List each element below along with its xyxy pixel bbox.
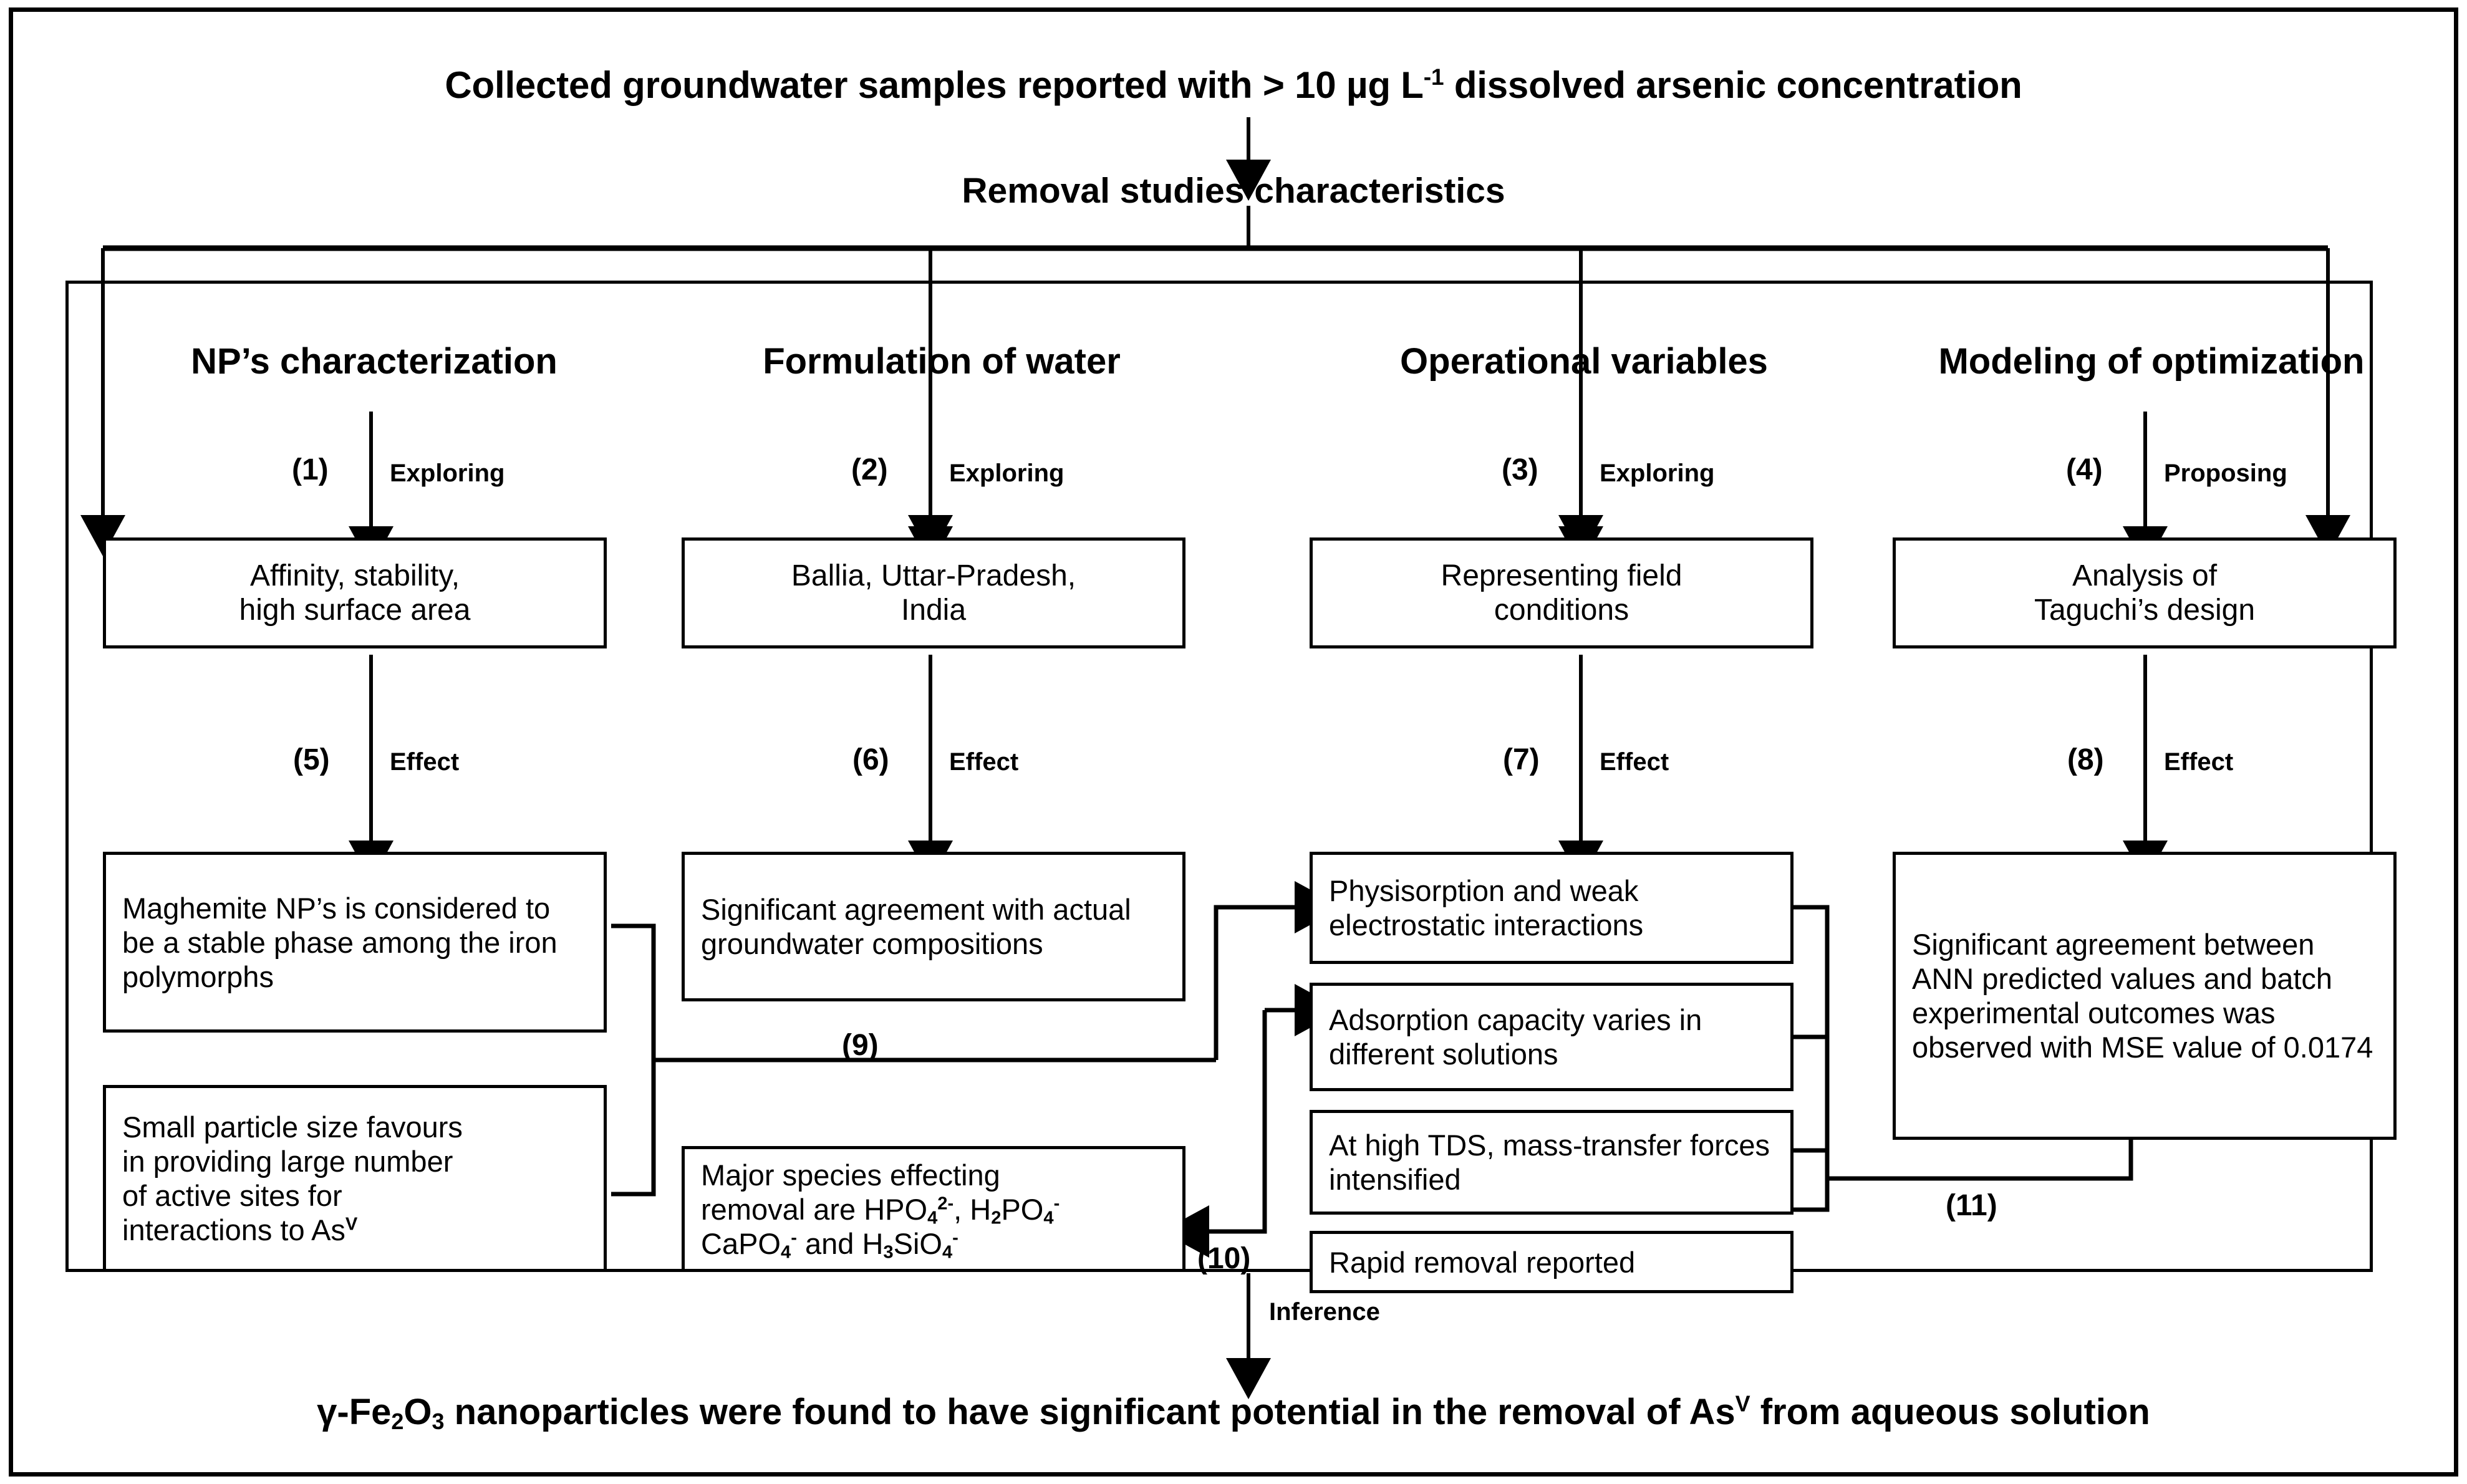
edge-label-inference: Inference xyxy=(1269,1298,1380,1326)
concl-p0: γ-Fe xyxy=(317,1392,392,1432)
concl-p6: from aqueous solution xyxy=(1750,1392,2150,1432)
box-ann-text: Significant agreement between ANN predic… xyxy=(1912,928,2373,1064)
box-affinity-line2: high surface area xyxy=(239,594,471,627)
ms-l2-sup2: 2- xyxy=(937,1193,954,1213)
box-major-species-line3: CaPO4- and H3SiO4- xyxy=(701,1226,1166,1261)
edge-number-8: (8) xyxy=(2067,743,2104,776)
box-affinity-stability: Affinity, stability, high surface area xyxy=(103,537,607,648)
edge-number-9: (9) xyxy=(842,1029,879,1062)
ms-l3-sup2: - xyxy=(791,1227,797,1248)
concl-p4: nanoparticles were found to have signifi… xyxy=(444,1392,1736,1432)
edge-number-6: (6) xyxy=(852,743,889,776)
edge-label-effect-8: Effect xyxy=(2164,748,2234,776)
box-ann-agreement-mse: Significant agreement between ANN predic… xyxy=(1893,852,2397,1140)
box-high-tds-text: At high TDS, mass-transfer forces intens… xyxy=(1329,1129,1770,1196)
inner-border xyxy=(65,281,2373,1272)
ms-l2-p3: , H xyxy=(953,1192,992,1226)
ms-l2-sub4: 2 xyxy=(991,1207,1002,1228)
outer-border xyxy=(9,7,2458,1477)
box-ballia-line1: Ballia, Uttar-Pradesh, xyxy=(791,559,1076,592)
edge-label-effect-5: Effect xyxy=(390,748,460,776)
concl-sup5: V xyxy=(1735,1390,1750,1417)
box-analysis-taguchi-design: Analysis of Taguchi’s design xyxy=(1893,537,2397,648)
concl-p2: O xyxy=(403,1392,432,1432)
superscript-roman-five: V xyxy=(345,1214,358,1235)
column-heading-np-characterization: NP’s characterization xyxy=(191,341,558,382)
ms-l2-sub1: 4 xyxy=(927,1207,938,1228)
box-taguchi-line1: Analysis of xyxy=(2072,559,2218,592)
concl-sub1: 2 xyxy=(391,1408,404,1434)
box-small-particle-line1: Small particle size favours xyxy=(122,1111,463,1144)
edge-number-2: (2) xyxy=(851,453,888,486)
box-field-line1: Representing field xyxy=(1441,559,1682,592)
box-small-particle-line4: interactions to AsV xyxy=(122,1213,587,1247)
page-title: Collected groundwater samples reported w… xyxy=(0,62,2467,108)
column-heading-operational-variables: Operational variables xyxy=(1400,341,1768,382)
edge-number-4: (4) xyxy=(2066,453,2103,486)
box-affinity-line1: Affinity, stability, xyxy=(249,559,460,592)
ms-l3-sub1: 4 xyxy=(781,1241,791,1262)
box-groundwater-agreement-text: Significant agreement with actual ground… xyxy=(701,893,1131,960)
edge-number-11: (11) xyxy=(1946,1189,1997,1222)
box-taguchi-line2: Taguchi’s design xyxy=(2034,594,2256,627)
edge-label-effect-6: Effect xyxy=(949,748,1019,776)
edge-number-7: (7) xyxy=(1503,743,1540,776)
box-physisorption-electrostatic: Physisorption and weak electrostatic int… xyxy=(1310,852,1794,964)
ms-l2-p5: PO xyxy=(1001,1192,1044,1226)
edge-number-5: (5) xyxy=(293,743,330,776)
edge-label-exploring-2: Exploring xyxy=(949,460,1065,487)
column-heading-formulation-of-water: Formulation of water xyxy=(763,341,1121,382)
box-field-line2: conditions xyxy=(1494,594,1629,627)
edge-label-exploring-3: Exploring xyxy=(1600,460,1715,487)
edge-label-effect-7: Effect xyxy=(1600,748,1669,776)
ms-l2-sub6: 4 xyxy=(1043,1207,1054,1228)
ms-l2-p0: removal are HPO xyxy=(701,1192,928,1226)
box-major-species: Major species effecting removal are HPO4… xyxy=(682,1146,1185,1272)
concl-sub3: 3 xyxy=(432,1408,445,1434)
ms-l2-sup7: - xyxy=(1053,1193,1060,1213)
box-high-tds-mass-transfer: At high TDS, mass-transfer forces intens… xyxy=(1310,1110,1794,1215)
box-representing-field-conditions: Representing field conditions xyxy=(1310,537,1813,648)
edge-label-exploring-1: Exploring xyxy=(390,460,505,487)
box-rapid-removal-text: Rapid removal reported xyxy=(1329,1245,1636,1279)
box-ballia-uttar-pradesh: Ballia, Uttar-Pradesh, India xyxy=(682,537,1185,648)
edge-number-1: (1) xyxy=(292,453,329,486)
edge-number-10: (10) xyxy=(1197,1242,1251,1275)
box-small-particle-line3: of active sites for xyxy=(122,1179,342,1212)
box-maghemite-stable-phase: Maghemite NP’s is considered to be a sta… xyxy=(103,852,607,1033)
ms-l3-p3: and H xyxy=(796,1226,884,1260)
box-major-species-line1: Major species effecting xyxy=(701,1158,1000,1192)
ms-l3-sub6: 4 xyxy=(942,1241,953,1262)
box-physisorption-text: Physisorption and weak electrostatic int… xyxy=(1329,874,1644,942)
box-small-particle-size: Small particle size favours in providing… xyxy=(103,1085,607,1272)
box-maghemite-text: Maghemite NP’s is considered to be a sta… xyxy=(122,891,558,993)
ms-l3-p0: CaPO xyxy=(701,1226,781,1260)
box-small-particle-line2: in providing large number xyxy=(122,1145,453,1178)
box-adsorption-text: Adsorption capacity varies in different … xyxy=(1329,1003,1702,1071)
subtitle: Removal studies characteristics xyxy=(962,171,1505,211)
box-rapid-removal-reported: Rapid removal reported xyxy=(1310,1231,1794,1293)
superscript-minus-one: -1 xyxy=(1423,64,1444,90)
box-ballia-line2: India xyxy=(900,594,967,627)
ms-l3-p5: SiO xyxy=(893,1226,942,1260)
box-adsorption-capacity-varies: Adsorption capacity varies in different … xyxy=(1310,983,1794,1091)
ms-l3-sub4: 3 xyxy=(883,1241,894,1262)
box-major-species-line2: removal are HPO42-, H2PO4- xyxy=(701,1192,1166,1228)
column-heading-modeling-of-optimization: Modeling of optimization xyxy=(1938,341,2365,382)
small-particle-as-text: interactions to As xyxy=(122,1213,345,1246)
page-title-text: Collected groundwater samples reported w… xyxy=(445,64,2022,106)
conclusion-statement: γ-Fe2O3 nanoparticles were found to have… xyxy=(0,1390,2467,1435)
edge-label-proposing-4: Proposing xyxy=(2164,460,2287,487)
ms-l3-sup7: - xyxy=(952,1227,958,1248)
box-significant-agreement-groundwater: Significant agreement with actual ground… xyxy=(682,852,1185,1001)
edge-number-3: (3) xyxy=(1502,453,1538,486)
